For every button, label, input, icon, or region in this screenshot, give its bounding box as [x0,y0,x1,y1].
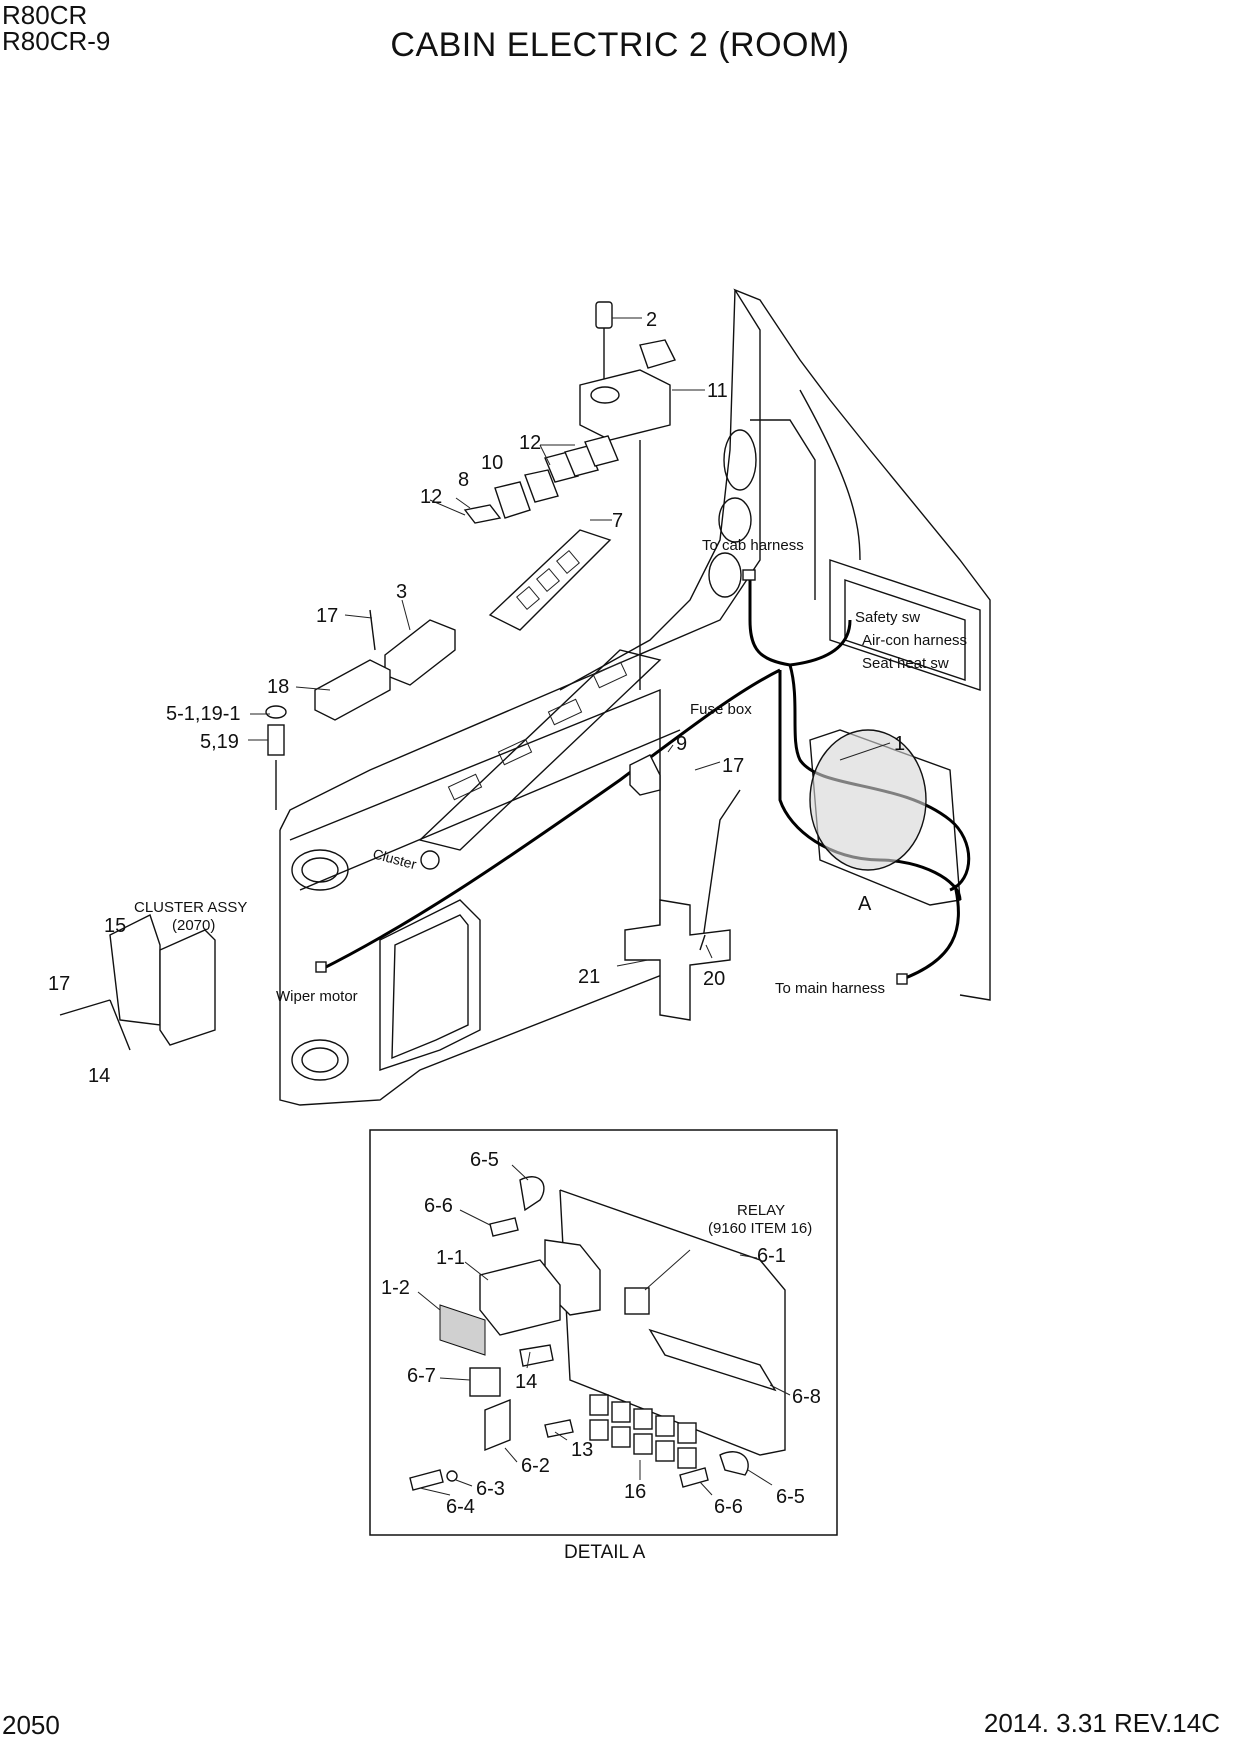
socket-box [579,339,676,690]
horn-switch [265,705,287,810]
leader-lines [248,317,891,967]
callout-2: 2 [646,309,657,331]
callout-5-19: 5,19 [200,731,239,753]
callout-12-left: 12 [420,486,442,508]
callout-3: 3 [396,581,407,603]
detail-callouts: 6-5 6-6 1-1 1-2 6-1 6-7 14 6-8 13 6-2 6-… [381,1149,821,1518]
detail-callout-6-5-top: 6-5 [470,1149,499,1171]
detail-callout-6-5-bottom: 6-5 [776,1486,805,1508]
detail-callout-16: 16 [624,1481,646,1503]
callout-1: 1 [894,733,905,755]
callouts: 2 11 12 10 8 12 7 3 17 18 5-1,19-1 5,19 … [48,309,905,1087]
label-fuse-box: Fuse box [690,701,752,718]
detail-a-zone [809,729,927,871]
revision-date: 2014. 3.31 REV.14C [983,1708,1220,1738]
detail-callout-14: 14 [515,1371,537,1393]
callout-8: 8 [458,469,469,491]
detail-caption: DETAIL A [564,1542,646,1563]
page-number: 2050 [2,1710,60,1740]
callout-17-mid: 17 [722,755,744,777]
bolt-20 [699,934,706,951]
label-wiper-motor: Wiper motor [276,988,358,1005]
callout-21: 21 [578,966,600,988]
detail-callout-6-3: 6-3 [476,1478,505,1500]
cluster-bracket [59,914,216,1051]
detail-callout-6-2: 6-2 [521,1455,550,1477]
callout-14: 14 [88,1065,110,1087]
callout-5-1-19-1: 5-1,19-1 [166,703,241,725]
label-cluster-ref: (2070) [172,917,215,934]
bolt [369,609,376,651]
label-aircon-harness: Air-con harness [862,632,967,649]
detail-callout-6-7: 6-7 [407,1365,436,1387]
page-title: CABIN ELECTRIC 2 (ROOM) [390,26,850,64]
callout-15: 15 [104,915,126,937]
detail-label-relay: RELAY [737,1202,785,1219]
label-cluster-assy: CLUSTER ASSY [134,899,247,916]
detail-callout-6-6-top: 6-6 [424,1195,453,1217]
detail-callout-1-1: 1-1 [436,1247,465,1269]
detail-callout-1-2: 1-2 [381,1277,410,1299]
callout-7: 7 [612,510,623,532]
start-switch [384,619,456,686]
mount-plate [624,899,731,1021]
callout-11: 11 [707,380,728,402]
detail-callout-6-4: 6-4 [446,1496,475,1518]
cabin-body [279,288,991,1106]
callout-17-left: 17 [48,973,70,995]
label-cab-harness: To cab harness [702,537,804,554]
label-main-harness: To main harness [775,980,885,997]
relay-9 [629,754,661,796]
model-code: R80CR [2,0,88,30]
model-code-variant: R80CR-9 [2,26,111,56]
callout-9: 9 [676,733,687,755]
detail-a-frame [369,1129,838,1536]
switch-block [314,659,391,721]
callout-20: 20 [703,968,725,990]
switch-panel [488,529,612,631]
detail-callout-6-8: 6-8 [792,1386,821,1408]
label-seat-heat-sw: Seat heat sw [862,655,949,672]
detail-callout-6-6-bottom: 6-6 [714,1496,743,1518]
callout-18: 18 [267,676,289,698]
callout-12-top: 12 [519,432,541,454]
detail-callout-13: 13 [571,1439,593,1461]
callout-a: A [858,893,872,915]
rocker-switches [463,435,619,524]
annotations: To cab harness Safety sw Air-con harness… [134,537,967,1005]
label-safety-sw: Safety sw [855,609,920,626]
detail-callout-6-1: 6-1 [757,1245,786,1267]
detail-label-relay-ref: (9160 ITEM 16) [708,1220,812,1237]
callout-10: 10 [481,452,503,474]
detail-a-parts [409,1164,791,1496]
callout-17-top: 17 [316,605,338,627]
detail-annotations: RELAY (9160 ITEM 16) [708,1202,812,1237]
